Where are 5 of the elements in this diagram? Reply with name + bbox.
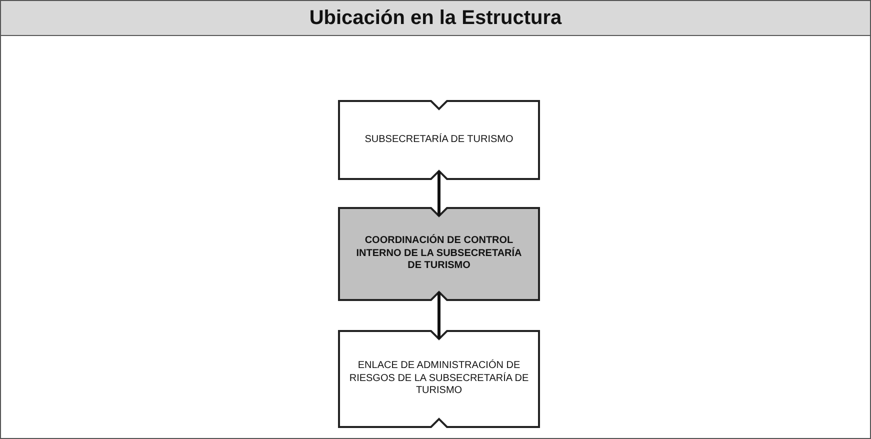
connector-line	[438, 292, 440, 339]
unit-name: ENLACE DE ADMINISTRACIÓN DE RIESGOS DE LA SUBSECRETARÍA DE TURISMO	[348, 360, 530, 398]
title-bar: Ubicación en la Estructura	[1, 1, 870, 36]
unit-name: COORDINACIÓN DE CONTROL INTERNO DE LA SUBSECRETARÍA DE TURISMO	[355, 235, 523, 273]
unit-name: SUBSECRETARÍA DE TURISMO	[364, 134, 514, 146]
